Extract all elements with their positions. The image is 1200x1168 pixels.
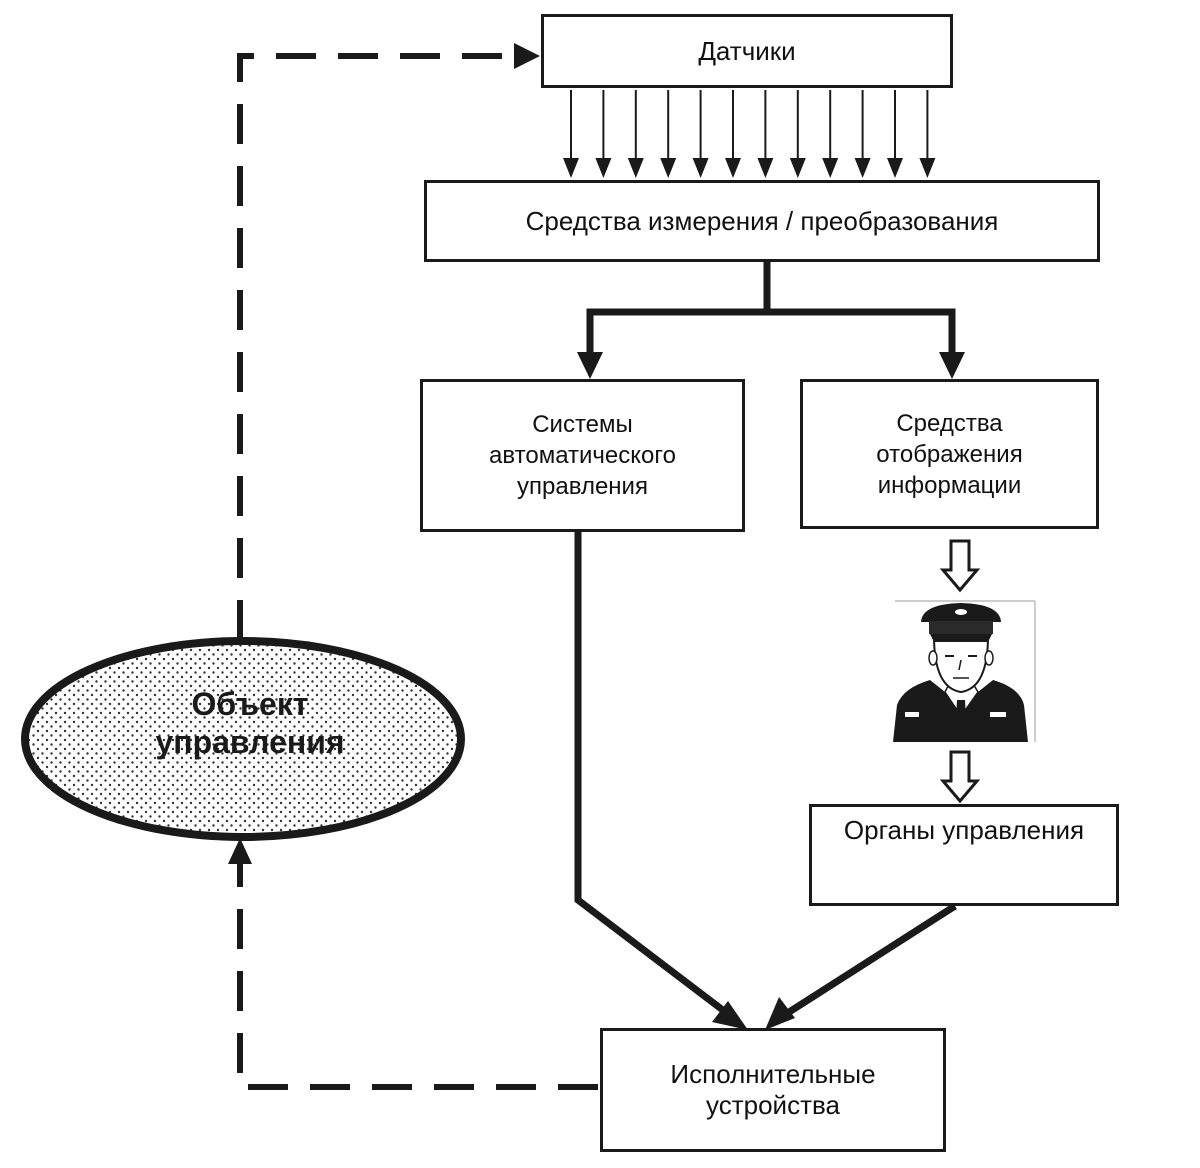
sensor-channel-arrowhead bbox=[854, 158, 871, 178]
arrow-controls-to-actuators bbox=[765, 997, 795, 1030]
automatic-control-block: Системы автоматического управления bbox=[420, 379, 745, 532]
arrow-to-automatic-control bbox=[577, 352, 603, 379]
sensor-channel-arrowhead bbox=[757, 158, 774, 178]
information-display-block: Средства отображения информации bbox=[800, 379, 1099, 529]
sensor-channel-arrowhead bbox=[692, 158, 709, 178]
control-organs-label: Органы управления bbox=[843, 815, 1085, 845]
feedback-arrowhead-sensors bbox=[514, 43, 540, 69]
arrow-to-information-display bbox=[939, 352, 965, 379]
automatic-control-label: Системы автоматического управления bbox=[489, 411, 676, 500]
sensor-channel-arrowhead bbox=[563, 158, 579, 178]
actuators-block: Исполнительные устройства bbox=[600, 1028, 946, 1152]
hollow-arrow-display-to-pilot bbox=[939, 539, 981, 593]
hollow-arrow-pilot-to-controls bbox=[939, 750, 981, 804]
sensor-channel-arrowhead bbox=[660, 158, 677, 178]
sensor-channel-arrowhead bbox=[822, 158, 839, 178]
control-organs-block: Органы управления bbox=[809, 804, 1119, 906]
control-object-ellipse bbox=[21, 637, 465, 841]
sensor-channel-arrowhead bbox=[725, 158, 741, 178]
feedback-arrowhead-object bbox=[228, 838, 252, 864]
measurement-block: Средства измерения / преобразования bbox=[424, 180, 1100, 262]
measurement-label: Средства измерения / преобразования bbox=[525, 205, 999, 236]
arrow-auto-to-actuators bbox=[712, 1001, 748, 1030]
actuators-label: Исполнительные устройства bbox=[670, 1059, 876, 1120]
sensor-signal-arrows bbox=[563, 90, 936, 178]
branch-lines bbox=[586, 262, 956, 358]
sensor-channel-arrowhead bbox=[887, 158, 903, 178]
feedback-dashed-line-top bbox=[237, 53, 515, 640]
information-display-label: Средства отображения информации bbox=[876, 409, 1023, 499]
sensor-channel-arrowhead bbox=[789, 158, 806, 178]
feedback-dashed-line-bottom bbox=[237, 862, 598, 1090]
sensor-channel-arrowhead bbox=[627, 158, 644, 178]
pilot-figure bbox=[893, 600, 1036, 742]
sensors-label: Датчики bbox=[698, 35, 796, 66]
sensors-block: Датчики bbox=[541, 14, 953, 88]
lines-to-actuators bbox=[574, 532, 957, 1017]
sensor-channel-arrowhead bbox=[919, 158, 936, 178]
sensor-channel-arrowhead bbox=[595, 158, 612, 178]
control-object-label: Объект управления bbox=[155, 686, 345, 760]
